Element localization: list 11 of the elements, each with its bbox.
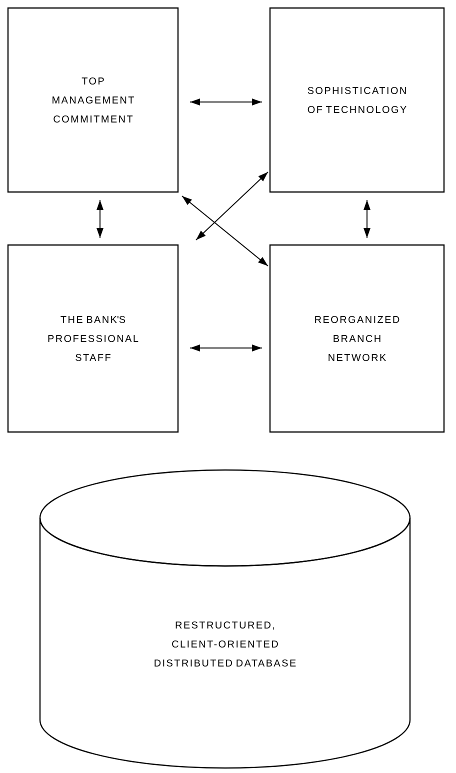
arrow <box>190 98 262 106</box>
arrow <box>182 196 268 266</box>
arrow <box>196 172 268 240</box>
process-box: TOP MANAGEMENT COMMITMENT <box>7 7 179 193</box>
database-cylinder: RESTRUCTURED, CLIENT-ORIENTED DISTRIBUTED DATABASE <box>39 469 411 769</box>
process-box: REORGANIZED BRANCH NETWORK <box>269 244 445 433</box>
arrow <box>96 200 104 238</box>
process-box: THE BANK'S PROFESSIONAL STAFF <box>7 244 179 433</box>
arrow <box>364 200 370 238</box>
process-box: SOPHISTICATION OF TECHNOLOGY <box>269 7 445 193</box>
arrow <box>190 344 262 352</box>
